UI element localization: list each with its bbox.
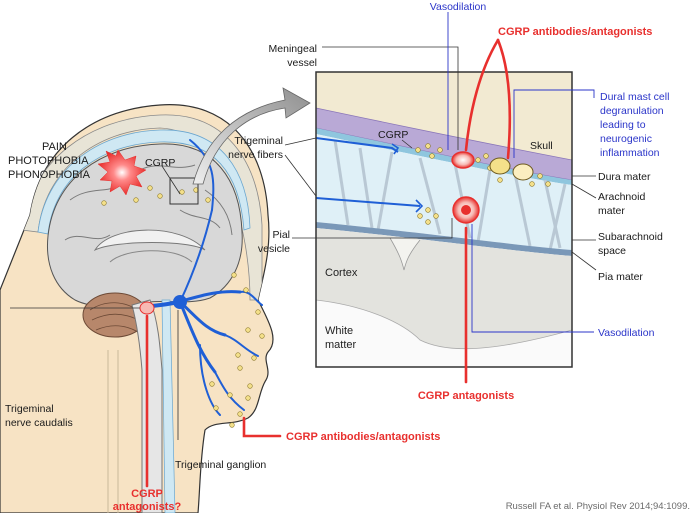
trigeminal-caudalis-label-1: Trigeminal xyxy=(5,403,54,415)
arachnoid-label-1: Arachnoid xyxy=(598,191,645,203)
zoom-arrow-icon xyxy=(192,87,311,185)
trigeminal-ganglion-node xyxy=(173,295,187,309)
pial-label-1: Pial xyxy=(272,229,290,241)
cgrp-antagonists-label: CGRP antagonists xyxy=(418,390,514,402)
meninges-inset xyxy=(316,72,572,367)
trigeminal-ganglion-label: Trigeminal ganglion xyxy=(175,459,266,471)
cgrp-inset-label: CGRP xyxy=(378,129,408,141)
vasodilation-bottom-label: Vasodilation xyxy=(598,327,655,339)
dural-label-3: leading to xyxy=(600,119,646,131)
meningeal-label-2: vessel xyxy=(287,57,317,69)
trigeminal-caudalis-label-2: nerve caudalis xyxy=(5,417,73,429)
arachnoid-label-2: mater xyxy=(598,205,625,217)
white-matter-label-1: White xyxy=(325,325,353,337)
cgrp-antibodies-top-label: CGRP antibodies/antagonists xyxy=(498,26,652,38)
cgrp-question-label-1: CGRP xyxy=(131,488,163,500)
cortex-label: Cortex xyxy=(325,267,358,279)
white-matter-label-2: matter xyxy=(325,339,357,351)
citation-label: Russell FA et al. Physiol Rev 2014;94:10… xyxy=(506,501,690,512)
dural-label-4: neurogenic xyxy=(600,133,652,145)
subarachnoid-label-1: Subarachnoid xyxy=(598,231,663,243)
pia-label: Pia mater xyxy=(598,271,643,283)
dura-label: Dura mater xyxy=(598,171,651,183)
dural-label-1: Dural mast cell xyxy=(600,91,669,103)
red-callout-lines xyxy=(145,38,512,488)
meningeal-label-1: Meningeal xyxy=(269,43,317,55)
inset-frame xyxy=(315,71,573,368)
cgrp-antibodies-bottom-label: CGRP antibodies/antagonists xyxy=(286,431,440,443)
vasodilation-top-label: Vasodilation xyxy=(430,1,487,13)
cgrp-question-label-2: antagonists? xyxy=(113,501,182,513)
subarachnoid-label-2: space xyxy=(598,245,626,257)
trigeminal-fibers-label-1: Trigeminal xyxy=(234,135,283,147)
trigeminal-fibers-label-2: nerve fibers xyxy=(228,149,283,161)
dural-label-2: degranulation xyxy=(600,105,664,117)
inset-source-box xyxy=(169,177,199,205)
dural-label-5: inflammation xyxy=(600,147,660,159)
pain-burst-icon xyxy=(97,149,147,196)
phonophobia-label: PHONOPHOBIA xyxy=(8,169,91,181)
photophobia-label: PHOTOPHOBIA xyxy=(8,155,89,167)
pain-label: PAIN xyxy=(42,141,67,153)
pial-label-2: vesicle xyxy=(258,243,290,255)
head-illustration xyxy=(0,104,274,513)
callout-lines xyxy=(10,46,597,440)
skull-label: Skull xyxy=(530,140,553,152)
blue-callout-lines xyxy=(447,12,595,333)
cgrp-head-label: CGRP xyxy=(145,157,175,169)
